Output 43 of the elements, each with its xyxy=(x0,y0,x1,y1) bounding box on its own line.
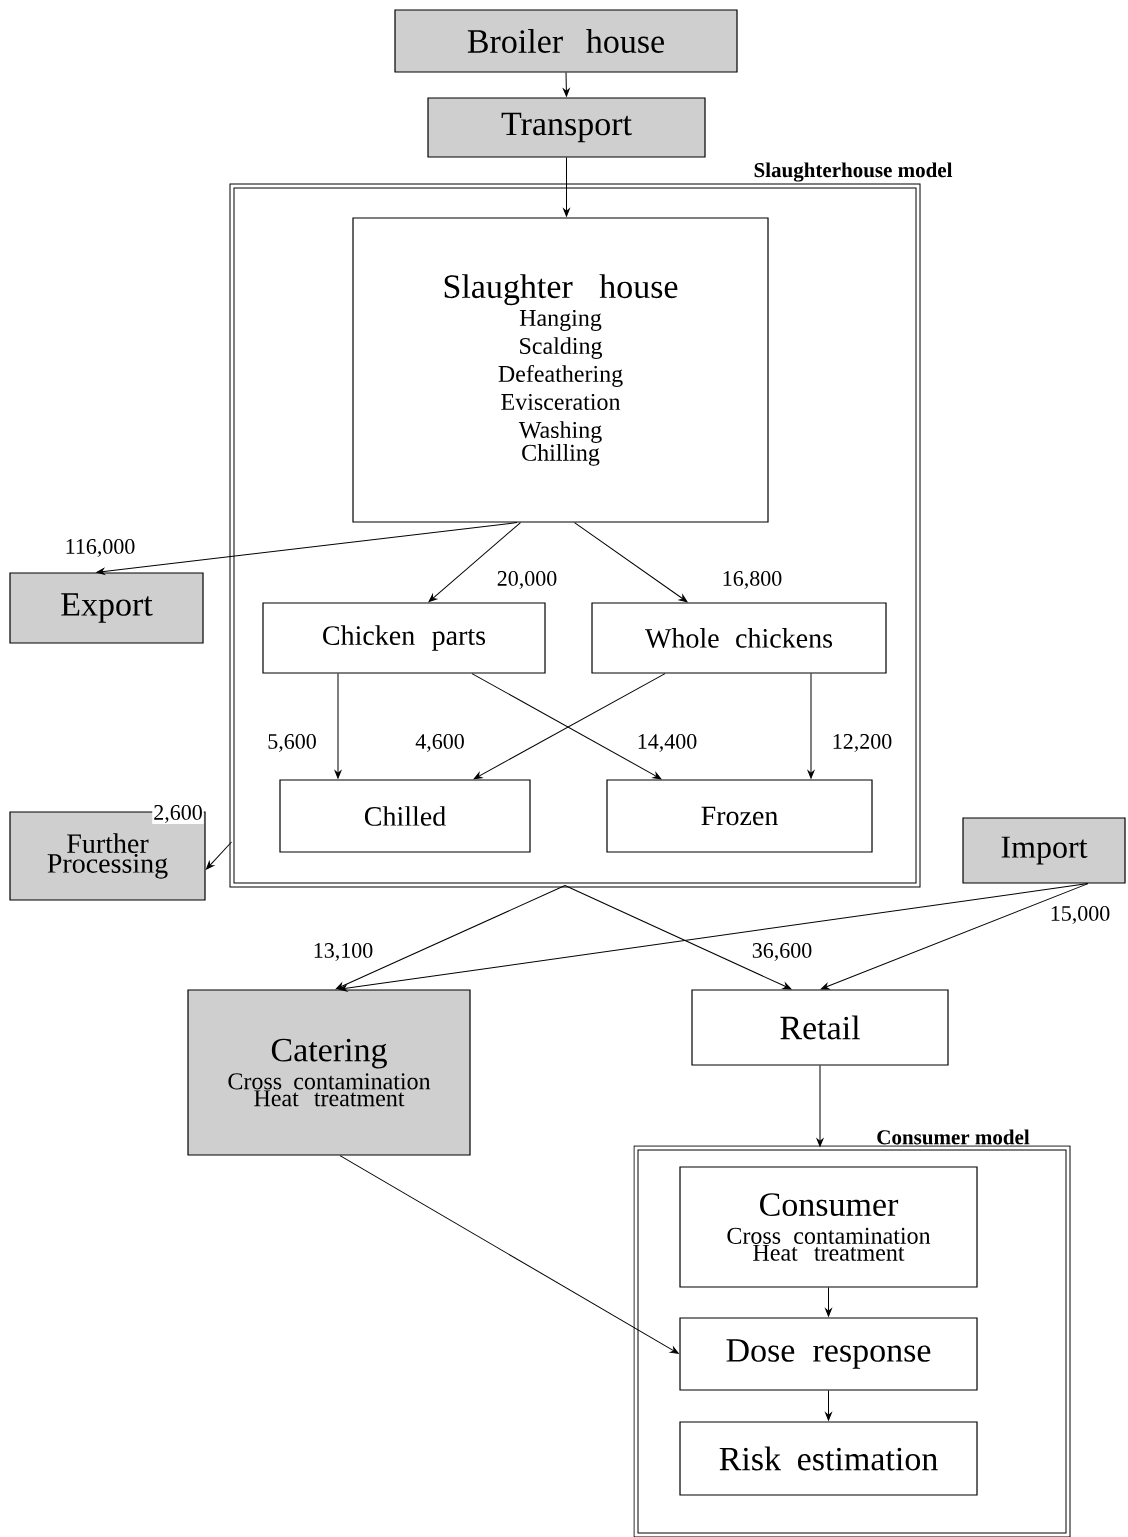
process-box: Frozen xyxy=(606,779,873,853)
arrow xyxy=(338,883,1089,992)
process-box: Consumer Cross contamination Heat treatment xyxy=(679,1166,978,1288)
edge-label: 20,000 xyxy=(495,570,559,590)
arrow xyxy=(574,522,688,603)
arrow xyxy=(428,522,521,603)
arrow xyxy=(339,1155,679,1354)
arrow xyxy=(807,673,815,779)
edge-label: 15,000 xyxy=(1048,905,1112,925)
node-label: Slaughterhouse model xyxy=(754,162,953,182)
arrow xyxy=(825,1390,832,1421)
edge-label: 116,000 xyxy=(63,538,137,558)
arrow xyxy=(563,72,570,97)
process-box: Dose response xyxy=(679,1317,978,1391)
process-box: Catering Cross contamination Heat treatment xyxy=(187,989,471,1156)
process-box: Broiler house xyxy=(394,9,738,73)
edge-label: 13,100 xyxy=(311,942,375,962)
process-box: Export xyxy=(9,572,204,644)
process-box: Import xyxy=(962,817,1126,884)
edge-label: 14,400 xyxy=(635,733,699,753)
node-label: Consumer model xyxy=(877,1129,1030,1145)
arrow xyxy=(563,157,570,217)
arrow xyxy=(96,522,518,575)
edge-label: 16,800 xyxy=(720,570,784,590)
process-box: Chicken parts xyxy=(262,602,546,674)
arrow xyxy=(334,673,342,779)
process-box: Retail xyxy=(691,989,949,1066)
arrow xyxy=(564,885,792,990)
process-box: Risk estimation xyxy=(679,1421,978,1496)
process-box: Whole chickens xyxy=(591,602,887,674)
edge-label: 12,200 xyxy=(830,733,894,753)
arrow xyxy=(335,885,566,990)
edge-label: 5,600 xyxy=(266,733,318,753)
arrow xyxy=(820,883,1089,990)
process-box: Slaughter house Hanging Scalding Defeathering Evisceration Washing Chilling xyxy=(352,217,769,523)
edge-label: 2,600 xyxy=(152,804,204,824)
process-box: Transport xyxy=(427,97,706,158)
edge-label: 4,600 xyxy=(414,733,466,753)
edge-label: 36,600 xyxy=(750,942,814,962)
arrow xyxy=(825,1287,832,1317)
arrow xyxy=(206,841,232,870)
arrow xyxy=(816,1065,824,1147)
process-box: Chilled xyxy=(279,779,531,853)
